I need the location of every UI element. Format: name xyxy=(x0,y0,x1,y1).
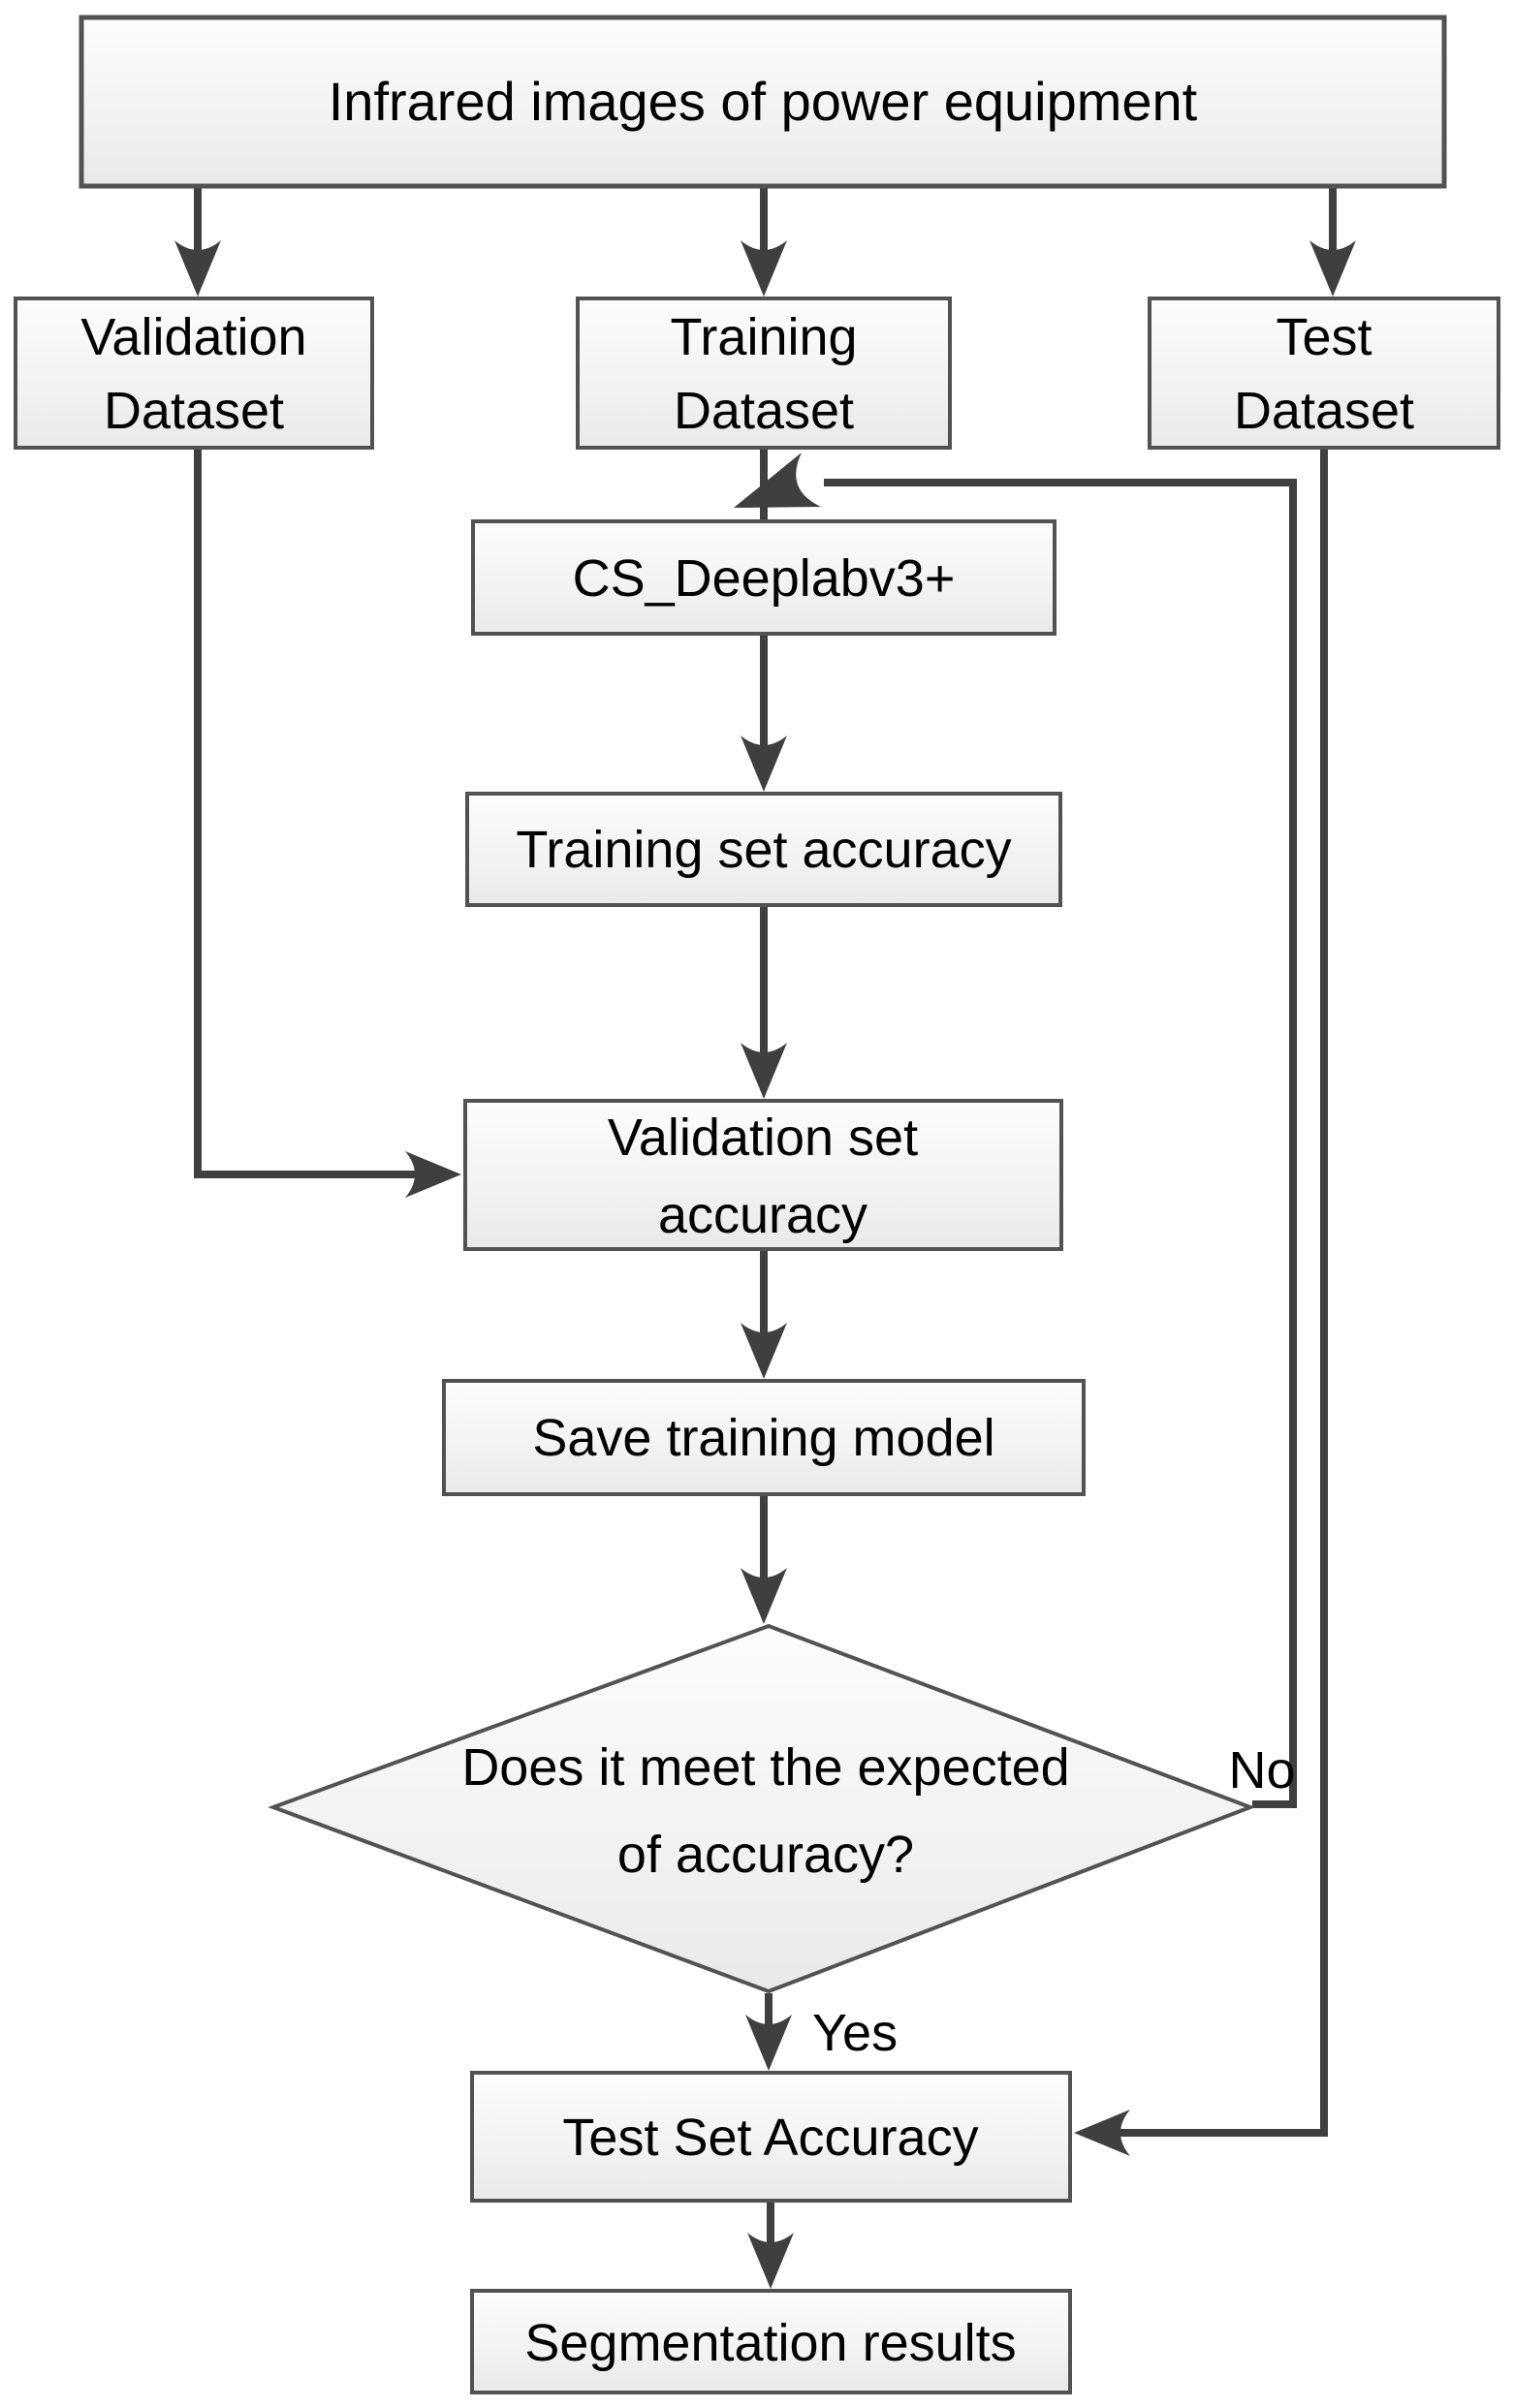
node-source: Infrared images of power equipment xyxy=(79,15,1447,189)
source-label: Infrared images of power equipment xyxy=(329,71,1198,132)
validation-dataset-label-line1: Validation xyxy=(80,308,306,366)
node-training-accuracy: Training set accuracy xyxy=(465,792,1062,907)
no-edge-label: No xyxy=(1228,1741,1295,1799)
yes-edge-label: Yes xyxy=(812,2004,898,2062)
edges-layer xyxy=(174,188,1356,2289)
validation-accuracy-box xyxy=(463,1099,1063,1251)
edge-test-dataset-to-test-accuracy xyxy=(1074,450,1328,2156)
validation-accuracy-label-line1: Validation set xyxy=(608,1109,918,1167)
edge-validation-dataset-to-validation-accuracy xyxy=(194,448,461,1198)
save-model-box xyxy=(442,1379,1086,1496)
arrowhead-right-icon xyxy=(405,1151,461,1198)
training-dataset-label-line1: Training xyxy=(670,308,857,366)
edge-model-to-training-accuracy xyxy=(741,636,787,792)
edge-training-accuracy-to-validation-accuracy xyxy=(741,907,787,1099)
edge-shaft xyxy=(1107,450,1328,2137)
edge-validation-accuracy-to-save-model xyxy=(741,1251,787,1379)
node-test-dataset: Test Dataset xyxy=(1148,297,1500,450)
test-accuracy-box xyxy=(470,2071,1072,2203)
training-dataset-box xyxy=(576,297,952,450)
arrowhead-down-icon xyxy=(741,735,787,792)
model-box xyxy=(471,519,1057,636)
edge-no-feedback-loop xyxy=(734,453,1297,1808)
test-dataset-box xyxy=(1148,297,1500,450)
arrowhead-down-icon xyxy=(747,2233,794,2289)
decision-diamond xyxy=(268,1623,1256,1994)
training-accuracy-label: Training set accuracy xyxy=(516,821,1011,879)
validation-dataset-box xyxy=(14,297,374,450)
validation-dataset-label-line2: Dataset xyxy=(104,382,284,440)
arrowhead-down-icon xyxy=(1309,240,1356,297)
test-dataset-label-line1: Test xyxy=(1276,308,1372,366)
edge-source-to-validation-dataset xyxy=(174,188,221,297)
edge-source-to-test-dataset xyxy=(1309,188,1356,297)
node-save-model: Save training model xyxy=(442,1379,1086,1496)
training-dataset-label-line2: Dataset xyxy=(674,382,854,440)
test-dataset-label-line2: Dataset xyxy=(1234,382,1414,440)
node-validation-accuracy: Validation set accuracy xyxy=(463,1099,1063,1251)
arrowhead-left-icon xyxy=(1074,2110,1130,2156)
decision-label-line1: Does it meet the expected xyxy=(461,1738,1069,1797)
node-model: CS_Deeplabv3+ xyxy=(471,519,1057,636)
edge-shaft xyxy=(824,479,1297,1808)
node-test-accuracy: Test Set Accuracy xyxy=(470,2071,1072,2203)
segmentation-results-box xyxy=(470,2289,1072,2394)
edge-save-model-to-decision xyxy=(741,1496,787,1624)
arrowhead-down-icon xyxy=(741,1323,787,1379)
arrowhead-left-down-icon xyxy=(734,453,821,508)
training-accuracy-box xyxy=(465,792,1062,907)
edge-test-accuracy-to-segmentation xyxy=(747,2203,794,2289)
node-decision: Does it meet the expected of accuracy? xyxy=(268,1623,1256,1994)
edge-decision-yes-to-test-accuracy xyxy=(745,1993,792,2071)
edge-labels-layer: No Yes xyxy=(812,1741,1296,2062)
node-validation-dataset: Validation Dataset xyxy=(14,297,374,450)
decision-label-line2: of accuracy? xyxy=(617,1826,914,1884)
edge-source-to-training-dataset xyxy=(741,188,787,297)
arrowhead-down-icon xyxy=(745,2015,792,2071)
edge-shaft xyxy=(194,448,426,1178)
node-segmentation-results: Segmentation results xyxy=(470,2289,1072,2394)
segmentation-results-label: Segmentation results xyxy=(524,2314,1016,2372)
arrowhead-down-icon xyxy=(741,240,787,297)
node-training-dataset: Training Dataset xyxy=(576,297,952,450)
arrowhead-down-icon xyxy=(741,1568,787,1624)
nodes-layer: Infrared images of power equipment Valid… xyxy=(14,15,1500,2394)
validation-accuracy-label-line2: accuracy xyxy=(658,1186,867,1244)
test-accuracy-label: Test Set Accuracy xyxy=(562,2109,978,2167)
arrowhead-down-icon xyxy=(741,1043,787,1099)
source-box xyxy=(79,15,1447,189)
arrowhead-down-icon xyxy=(174,240,221,297)
model-label: CS_Deeplabv3+ xyxy=(573,549,956,608)
save-model-label: Save training model xyxy=(532,1409,994,1467)
